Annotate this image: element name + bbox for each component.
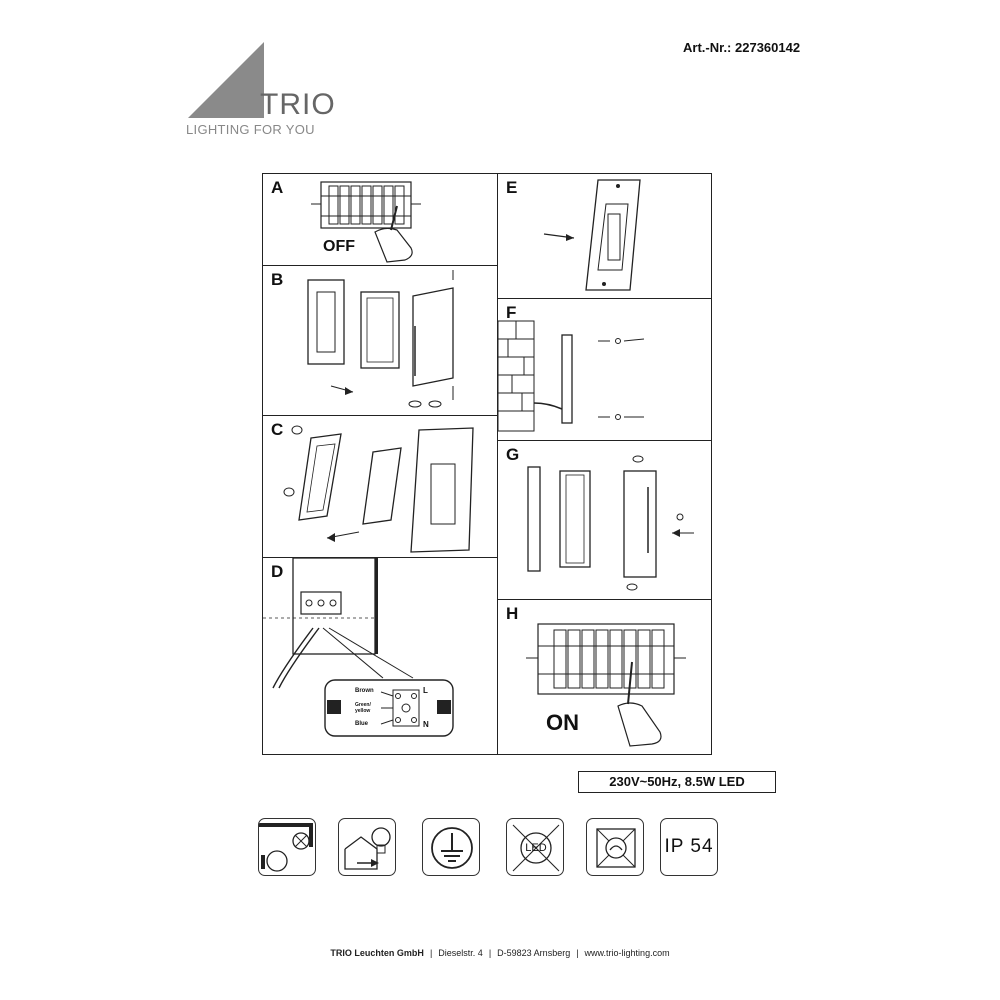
led-icon-text: LED bbox=[525, 842, 547, 854]
step-label-g: G bbox=[506, 445, 520, 464]
brand-tagline: LIGHTING FOR YOU bbox=[186, 122, 315, 137]
breaker-off-illustration bbox=[311, 181, 421, 263]
step-panel-h: H ON bbox=[498, 600, 711, 754]
wire-brown-label: Brown bbox=[355, 688, 374, 694]
wiring-illustration bbox=[263, 558, 454, 737]
logo-triangle-icon bbox=[188, 42, 264, 118]
step-panel-g: G bbox=[498, 441, 711, 600]
step-label-h: H bbox=[506, 604, 519, 623]
no-dimmer-icon bbox=[586, 818, 644, 876]
step-label-f: F bbox=[506, 303, 517, 322]
instruction-grid: A OFF E B bbox=[262, 173, 712, 755]
step-panel-d: D Brown Green/ yellow Blue L N bbox=[263, 558, 498, 754]
wire-blue-label: Blue bbox=[355, 721, 369, 727]
cover-removal-illustration bbox=[307, 270, 454, 408]
diffuser-removal-illustration bbox=[283, 425, 474, 553]
footer-web-link[interactable]: www.trio-lighting.com bbox=[584, 948, 670, 958]
step-panel-e: E bbox=[498, 174, 711, 299]
step-label-b: B bbox=[271, 270, 284, 289]
on-text: ON bbox=[546, 710, 579, 735]
footer: TRIO Leuchten GmbH|Dieselstr. 4|D-59823 … bbox=[330, 948, 670, 958]
brand-logo: TRIO LIGHTING FOR YOU bbox=[186, 40, 346, 140]
replaceable-bulb-icon bbox=[338, 818, 396, 876]
step-panel-b: B bbox=[263, 266, 498, 416]
breaker-on-illustration bbox=[526, 623, 686, 747]
article-number: Art.-Nr.: 227360142 bbox=[683, 40, 801, 55]
footer-city: D-59823 Arnsberg bbox=[497, 948, 571, 958]
class-ii-fitting-icon bbox=[258, 818, 316, 876]
off-text: OFF bbox=[323, 238, 355, 255]
wall-mounting-illustration bbox=[498, 320, 645, 432]
step-label-a: A bbox=[271, 178, 284, 197]
step-panel-a: A OFF bbox=[263, 174, 498, 266]
step-panel-f: F bbox=[498, 299, 711, 441]
cover-assembly-illustration bbox=[527, 455, 694, 591]
wire-earth-label: Green/ yellow bbox=[355, 702, 371, 714]
footer-company: TRIO Leuchten GmbH bbox=[330, 948, 424, 958]
mounting-plate-illustration bbox=[543, 179, 641, 291]
step-label-d: D bbox=[271, 562, 284, 581]
terminal-l-label: L bbox=[423, 686, 428, 695]
protective-earth-icon bbox=[422, 818, 480, 876]
ip-rating-icon: IP 54 bbox=[660, 818, 718, 876]
terminal-n-label: N bbox=[423, 720, 429, 729]
footer-street: Dieselstr. 4 bbox=[438, 948, 483, 958]
electrical-spec: 230V~50Hz, 8.5W LED bbox=[578, 771, 776, 793]
step-panel-c: C bbox=[263, 416, 498, 558]
ip-rating-text: IP 54 bbox=[664, 836, 714, 857]
brand-name: TRIO bbox=[260, 88, 336, 121]
step-label-c: C bbox=[271, 420, 284, 439]
led-not-replaceable-icon: LED bbox=[506, 818, 564, 876]
step-label-e: E bbox=[506, 178, 518, 197]
